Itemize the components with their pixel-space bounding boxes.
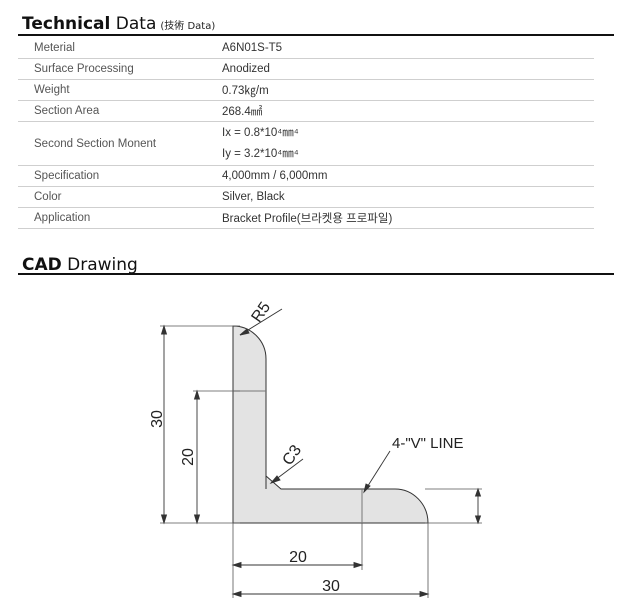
spec-value: 4,000mm / 6,000mm — [222, 165, 594, 187]
v-line-label: 4-"V" LINE — [392, 435, 464, 452]
moment-iy: Iy = 3.2*10⁴㎜⁴ — [222, 147, 299, 160]
spec-table: Meterial A6N01S-T5 Surface Processing An… — [18, 38, 594, 229]
spec-value: Silver, Black — [222, 186, 594, 208]
technical-title-bold: Technical — [22, 14, 111, 34]
moment-ix: Ix = 0.8*10⁴㎜⁴ — [222, 126, 299, 139]
spec-label: Second Section Monent — [18, 121, 222, 166]
spec-label: Application — [18, 207, 222, 229]
table-row: Surface Processing Anodized — [18, 58, 594, 80]
dim-label-20-horizontal: 20 — [289, 549, 307, 566]
table-row: Weight 0.73㎏/m — [18, 79, 594, 101]
table-row: Color Silver, Black — [18, 186, 594, 208]
cad-title-rule — [18, 273, 614, 275]
technical-data-title: Technical Data(技術 Data) — [22, 14, 215, 34]
cad-drawing-title: CAD Drawing — [22, 255, 138, 275]
table-row: Application Bracket Profile(브라켓용 프로파일) — [18, 207, 594, 229]
cad-title-rest: Drawing — [67, 255, 138, 275]
table-row: Section Area 268.4㎟ — [18, 100, 594, 122]
spec-value: 0.73㎏/m — [222, 79, 594, 101]
spec-label: Section Area — [18, 100, 222, 122]
dim-label-30-horizontal: 30 — [322, 578, 340, 595]
radius-label: R5 — [248, 299, 274, 326]
spec-label: Meterial — [18, 38, 222, 59]
table-row: Specification 4,000mm / 6,000mm — [18, 165, 594, 187]
profile-outline — [232, 325, 429, 524]
spec-value: A6N01S-T5 — [222, 38, 594, 59]
spec-label: Weight — [18, 79, 222, 101]
spec-label: Specification — [18, 165, 222, 187]
spec-label: Surface Processing — [18, 58, 222, 80]
spec-label: Color — [18, 186, 222, 208]
technical-title-sub: (技術 Data) — [160, 21, 216, 32]
spec-value: Ix = 0.8*10⁴㎜⁴ Iy = 3.2*10⁴㎜⁴ — [222, 121, 594, 166]
dim-label-20-vertical: 20 — [180, 448, 197, 466]
chamfer-label: C3 — [279, 442, 305, 469]
table-row: Meterial A6N01S-T5 — [18, 38, 594, 59]
cad-title-bold: CAD — [22, 255, 62, 275]
table-row: Second Section Monent Ix = 0.8*10⁴㎜⁴ Iy … — [18, 121, 594, 166]
spec-value: Anodized — [222, 58, 594, 80]
dim-label-30-vertical: 30 — [149, 410, 166, 428]
spec-value: 268.4㎟ — [222, 100, 594, 122]
spec-value: Bracket Profile(브라켓용 프로파일) — [222, 207, 594, 229]
technical-title-rest: Data — [115, 14, 157, 34]
technical-title-rule — [18, 34, 614, 36]
